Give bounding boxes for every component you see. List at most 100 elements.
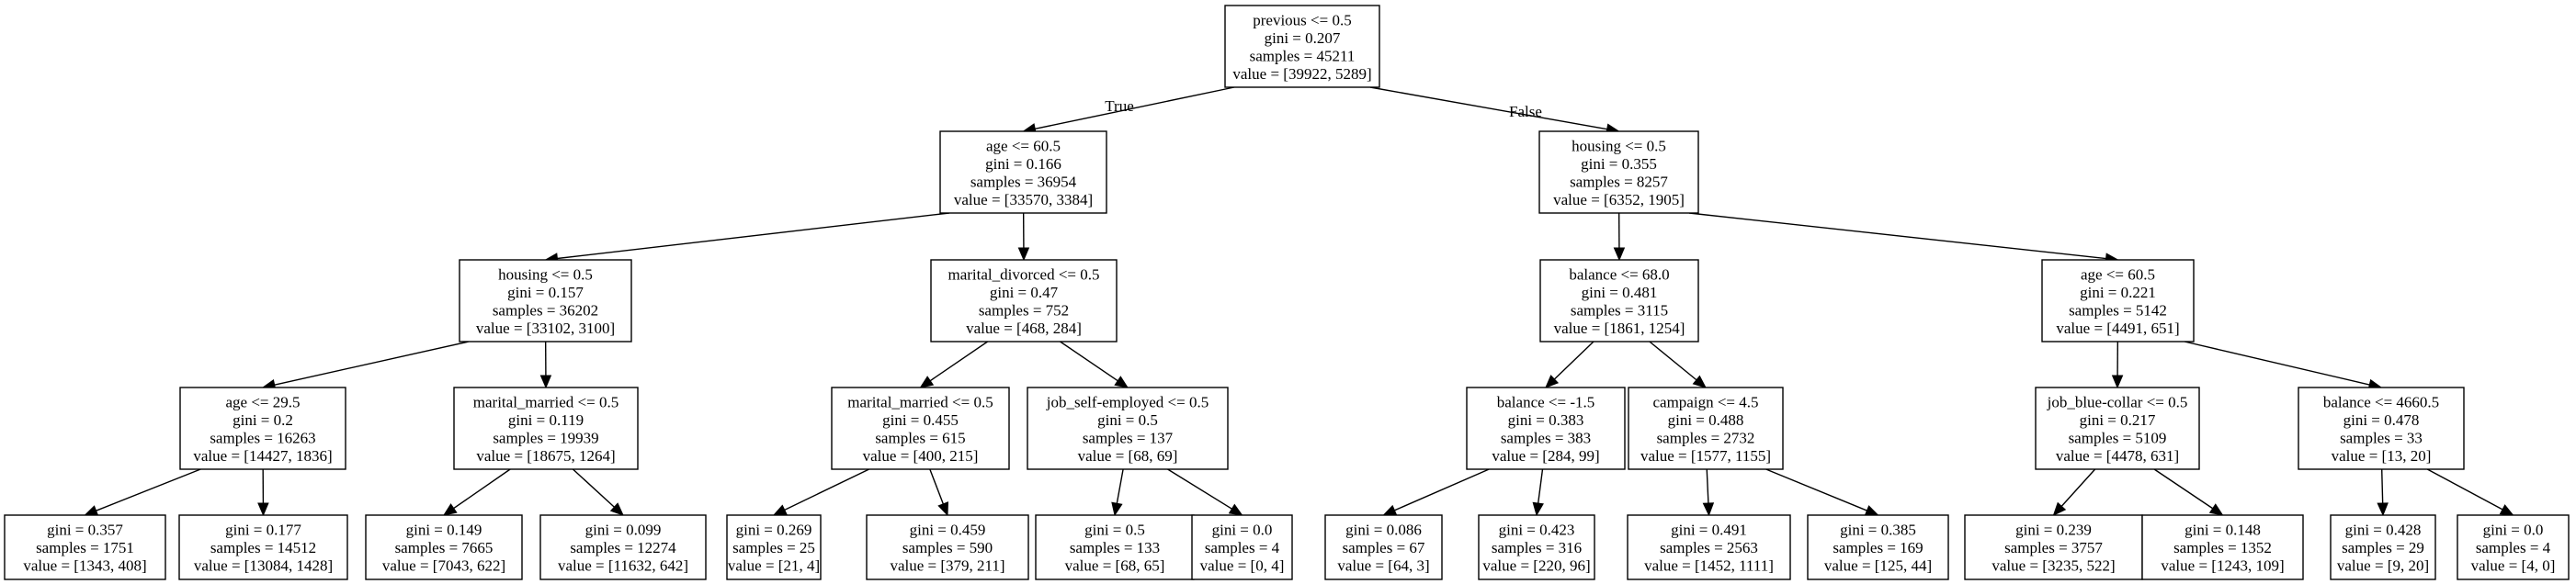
node-box [4, 514, 166, 580]
node-text-line: samples = 3757 [2004, 539, 2103, 556]
node-text-line: gini = 0.177 [225, 522, 301, 539]
node-text-line: value = [21, 4] [728, 557, 820, 575]
node-text-line: gini = 0.488 [1668, 411, 1744, 429]
node-text-line: value = [4491, 651] [2056, 320, 2179, 337]
node-text-line: gini = 0.0 [2483, 522, 2544, 539]
node-text-line: gini = 0.086 [1345, 522, 1422, 539]
node-text-line: samples = 25 [732, 539, 815, 556]
arrowhead [442, 503, 458, 516]
node-text-line: value = [379, 211] [890, 557, 1004, 575]
node-text-line: samples = 383 [1501, 429, 1591, 446]
tree-edge-n2-n6 [1688, 212, 2119, 264]
arrowhead [257, 502, 269, 517]
node-text-line: balance <= 4660.5 [2323, 393, 2439, 410]
node-text-line: value = [0, 4] [1200, 557, 1285, 575]
node-text-line: value = [13084, 1428] [194, 557, 333, 575]
node-box [179, 387, 346, 470]
arrowhead [2499, 504, 2514, 516]
node-text-line: samples = 8257 [1570, 173, 1668, 190]
tree-edge-n10-n22 [1167, 468, 1243, 516]
node-text-line: gini = 0.2 [233, 411, 293, 429]
edge-line [929, 468, 944, 505]
node-text-line: samples = 29 [2342, 539, 2424, 556]
node-text-line: samples = 2732 [1657, 429, 1755, 446]
node-text-line: gini = 0.357 [47, 522, 123, 539]
node-text-line: value = [4478, 631] [2056, 447, 2179, 465]
node-text-line: gini = 0.148 [2184, 522, 2261, 539]
node-text-line: job_blue-collar <= 0.5 [2047, 393, 2188, 410]
node-text-line: gini = 0.478 [2343, 411, 2420, 429]
node-text-line: samples = 5109 [2069, 429, 2167, 446]
node-text-line: value = [1243, 109] [2161, 557, 2284, 575]
node-text-line: gini = 0.217 [2080, 411, 2156, 429]
node-text-line: gini = 0.099 [585, 522, 662, 539]
node-text-line: value = [14427, 1836] [193, 447, 332, 465]
node-text-line: gini = 0.0 [1212, 522, 1273, 539]
node-text-line: samples = 7665 [395, 539, 494, 556]
tree-edge-n14-n30 [2426, 468, 2514, 516]
node-text-line: samples = 16263 [210, 429, 315, 446]
tree-edge-n10-n21 [1111, 468, 1124, 517]
node-box [1964, 514, 2143, 580]
node-box [2457, 514, 2570, 580]
edge-line [572, 468, 615, 508]
node-text-line: value = [13, 20] [2332, 447, 2432, 465]
arrowhead [1111, 501, 1123, 517]
tree-edge-n3-n7 [261, 341, 470, 391]
node-text-line: value = [7043, 622] [382, 557, 505, 575]
tree-edge-n9-n20 [929, 468, 949, 517]
node-text-line: gini = 0.269 [736, 522, 812, 539]
edge-line [2153, 468, 2214, 510]
node-text-line: marital_married <= 0.5 [847, 393, 993, 410]
node-text-line: gini = 0.207 [1265, 29, 1341, 47]
node-text-line: value = [68, 69] [1078, 447, 1178, 465]
node-text-line: gini = 0.157 [507, 284, 584, 301]
node-text-line: value = [64, 3] [1337, 557, 1429, 575]
node-text-line: value = [39922, 5289] [1232, 65, 1371, 83]
node-text-line: samples = 615 [875, 429, 965, 446]
arrowhead [1613, 247, 1626, 262]
arrowhead [609, 502, 624, 516]
arrowhead [1545, 375, 1560, 388]
tree-edge-n8-n18 [572, 468, 624, 516]
node-text-line: gini = 0.459 [910, 522, 986, 539]
node-text-line: samples = 590 [902, 539, 993, 556]
tree-edge-n4-n10 [1060, 341, 1129, 388]
node-text-line: samples = 4 [2476, 539, 2551, 556]
node-box [939, 130, 1107, 214]
tree-edge-n0-n2: False [1369, 86, 1620, 135]
tree-edge-n5-n11 [1545, 341, 1594, 388]
node-text-line: value = [1861, 1254] [1554, 320, 1685, 337]
node-text-line: balance <= 68.0 [1569, 265, 1669, 283]
edge-line [1649, 341, 1697, 381]
node-text-line: previous <= 0.5 [1253, 11, 1351, 28]
tree-edge-n11-n24 [1532, 468, 1544, 517]
node-text-line: value = [468, 284] [966, 320, 1082, 337]
node-box [831, 387, 1010, 470]
node-text-line: value = [125, 44] [1824, 557, 1932, 575]
node-box [2298, 387, 2465, 470]
node-text-line: samples = 5142 [2069, 301, 2167, 319]
node-box [930, 259, 1118, 343]
node-text-line: gini = 0.385 [1840, 522, 1916, 539]
arrowhead [919, 376, 935, 388]
tree-edge-n3-n8 [539, 341, 552, 389]
node-text-line: age <= 29.5 [225, 393, 300, 410]
edge-line [2060, 468, 2096, 507]
node-text-line: samples = 45211 [1250, 47, 1356, 64]
node-text-line: value = [6352, 1905] [1553, 191, 1685, 208]
tree-edge-n12-n25 [1702, 468, 1715, 517]
tree-edge-n6-n13 [2111, 341, 2124, 389]
node-text-line: job_self-employed <= 0.5 [1046, 393, 1209, 410]
